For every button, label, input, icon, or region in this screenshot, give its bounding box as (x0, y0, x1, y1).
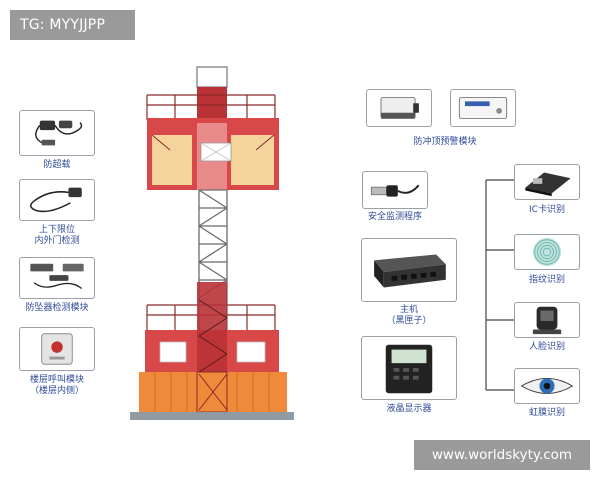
component-main-unit (361, 238, 457, 302)
mast-top-cap (196, 66, 228, 88)
label-face: 人脸识别 (528, 342, 565, 352)
call-button-panel-icon (41, 333, 73, 365)
label-fingerprint: 指纹识别 (528, 275, 565, 285)
component-face (514, 302, 580, 338)
limit-switch-cable-icon (30, 187, 82, 213)
component-anti-collision-warning-a (366, 89, 432, 127)
component-ic-card (514, 164, 580, 200)
component-anti-collision (19, 257, 95, 299)
lower-cage-window-left (159, 341, 187, 363)
component-usb-program (362, 171, 428, 209)
ic-card-icon (525, 172, 571, 197)
label-display-panel: 液晶显示器 (386, 404, 432, 414)
label-iris: 虹膜识别 (528, 408, 565, 418)
lower-cage-window-right (236, 341, 266, 363)
label-main-unit: 主机 （黑匣子） (386, 305, 432, 326)
component-fingerprint (514, 234, 580, 270)
warning-module-icon (380, 97, 419, 119)
label-usb-program: 安全监测程序 (367, 212, 422, 222)
ground-plate (130, 412, 294, 420)
lcd-controller-icon (385, 344, 433, 394)
detection-module-icon (30, 263, 84, 290)
identity-tree-connector (485, 179, 514, 391)
component-display-panel (361, 336, 457, 400)
base-enclosure-bars (154, 372, 270, 412)
fingerprint-icon (532, 237, 562, 267)
lower-cage-mast-red (197, 282, 227, 372)
label-limit-door: 上下限位 内外门检测 (34, 225, 80, 246)
label-ic-card: IC卡识别 (529, 205, 565, 215)
lower-cage-mast-struts (198, 299, 228, 373)
label-anti-collision: 防坠器检测模块 (25, 303, 89, 313)
watermark-tag: TG: MYYJJPP (10, 10, 135, 40)
iris-eye-icon (520, 377, 574, 395)
upper-cage-frame-struts (151, 134, 275, 151)
component-anti-collision-warning-b (450, 89, 516, 127)
label-floor-call: 楼层呼叫模块 （楼层内侧） (29, 375, 84, 396)
component-anti-fall (19, 110, 95, 156)
upper-cage-window-left (152, 135, 192, 185)
construction-hoist-illustration (130, 66, 294, 420)
component-limit-door (19, 179, 95, 221)
usb-cable-icon (370, 184, 420, 197)
component-floor-call (19, 327, 95, 371)
website-watermark: www.worldskyty.com (414, 440, 590, 470)
mast-top-red (197, 87, 227, 120)
warning-module-icon (458, 97, 508, 119)
label-anti-collision-warning: 防冲顶预警模块 (413, 137, 477, 147)
sensor-cable-icon (35, 120, 83, 146)
label-anti-fall: 防超载 (43, 160, 71, 170)
upper-cage-railing (146, 94, 276, 120)
component-iris (514, 368, 580, 404)
face-scanner-icon (532, 306, 562, 335)
black-box-unit-icon (374, 254, 446, 288)
upper-cage-window-right (231, 135, 274, 185)
